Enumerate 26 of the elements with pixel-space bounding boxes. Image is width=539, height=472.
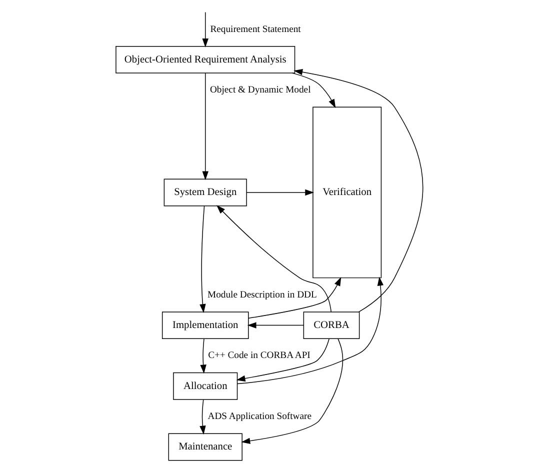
node-box: Maintenance (168, 433, 242, 461)
arrow (200, 206, 206, 313)
edge-label: ADS Application Software (208, 411, 312, 422)
arrow (241, 338, 344, 444)
arrow (200, 338, 206, 374)
node-box: Verification (312, 106, 382, 278)
edge-label: Requirement Statement (210, 24, 301, 35)
node-box: Implementation (162, 312, 249, 340)
node-box: Allocation (173, 372, 238, 400)
arrow (248, 276, 342, 319)
arrow (202, 72, 208, 180)
arrow (200, 399, 206, 435)
arrow (247, 322, 304, 328)
edge-label: Object & Dynamic Model (210, 84, 311, 96)
arrow (202, 12, 208, 48)
arrow (292, 72, 336, 108)
arrow (237, 276, 384, 384)
arrow (216, 205, 332, 312)
arrow (246, 189, 314, 196)
node-box: Object-Oriented Requirement Analysis (116, 46, 296, 74)
node-box: System Design (164, 178, 247, 206)
node-box: CORBA (303, 312, 360, 340)
edge-label: C++ Code in CORBA API (208, 350, 310, 362)
edge-label: Module Description in DDL (208, 289, 317, 300)
arrow (294, 69, 424, 312)
arrow (236, 338, 330, 382)
